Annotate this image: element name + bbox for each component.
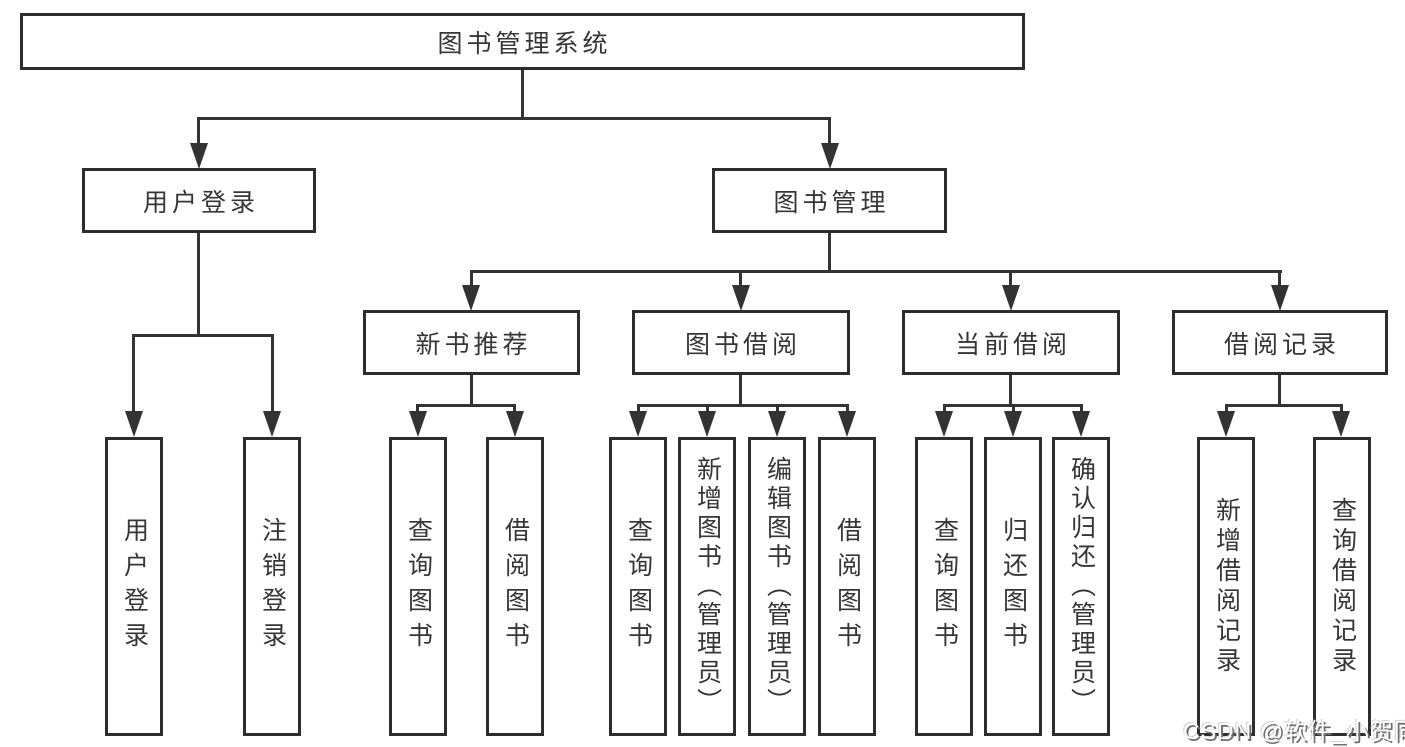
connector-root-stub: [521, 67, 524, 120]
arrow-down-icon: [462, 285, 480, 311]
arrow-down-icon: [190, 143, 208, 169]
leaf-query-books-borrow: 查询图书: [609, 437, 667, 736]
connector-user-login-bar: [132, 334, 274, 337]
leaf-user-login: 用户登录: [105, 437, 163, 736]
arrow-down-icon: [732, 285, 750, 311]
connector-current-stub: [1009, 373, 1012, 407]
connector-leaf-shaft: [1340, 404, 1343, 416]
connector-root-bar: [197, 117, 831, 120]
arrow-down-icon: [838, 411, 856, 437]
connector-leaf-shaft: [513, 404, 516, 416]
connector-leaf-shaft: [943, 404, 946, 416]
connector-records-stub: [1278, 373, 1281, 407]
connector-leaf-shaft: [1012, 404, 1015, 416]
connector-recommend-bar: [416, 404, 516, 407]
node-new-book-recommend: 新书推荐: [363, 310, 580, 375]
connector-book-mgmt-bar: [470, 270, 1282, 273]
csdn-watermark: CSDN @软件_小贺同学: [1183, 718, 1405, 744]
leaf-add-book-admin: 新增图书（管理员）: [678, 437, 736, 736]
connector-leaf-shaft: [706, 404, 709, 416]
arrow-down-icon: [1002, 285, 1020, 311]
leaf-query-books-current: 查询图书: [915, 437, 973, 736]
connector-records-bar: [1225, 404, 1342, 407]
connector-leaf-shaft: [271, 334, 274, 414]
leaf-return-book: 归还图书: [984, 437, 1042, 736]
connector-leaf-shaft: [1080, 404, 1083, 416]
connector-borrow-stub: [739, 373, 742, 407]
arrow-down-icon: [125, 411, 143, 437]
arrow-down-icon: [629, 411, 647, 437]
connector-leaf-shaft: [637, 404, 640, 416]
connector-recommend-stub: [470, 373, 473, 407]
connector-borrow-shaft: [739, 270, 742, 288]
arrow-down-icon: [409, 411, 427, 437]
arrow-down-icon: [1004, 411, 1022, 437]
node-book-management: 图书管理: [712, 168, 947, 233]
arrow-down-icon: [935, 411, 953, 437]
arrow-down-icon: [821, 143, 839, 169]
arrow-down-icon: [1072, 411, 1090, 437]
connector-book-mgmt-shaft: [828, 117, 831, 147]
leaf-confirm-return-admin: 确认归还（管理员）: [1052, 437, 1110, 736]
arrow-down-icon: [263, 411, 281, 437]
connector-borrow-bar: [637, 404, 847, 407]
arrow-down-icon: [506, 411, 524, 437]
node-root: 图书管理系统: [20, 13, 1025, 70]
connector-user-login-stub: [197, 231, 200, 337]
connector-leaf-shaft: [846, 404, 849, 416]
node-book-borrow: 图书借阅: [632, 310, 850, 375]
leaf-borrow-books-recommend: 借阅图书: [486, 437, 544, 736]
node-user-login: 用户登录: [82, 168, 316, 233]
node-borrow-records: 借阅记录: [1172, 310, 1388, 375]
connector-book-mgmt-stub: [828, 231, 831, 273]
connector-leaf-shaft: [1225, 404, 1228, 416]
connector-leaf-shaft: [416, 404, 419, 416]
arrow-down-icon: [1271, 285, 1289, 311]
connector-recommend-shaft: [470, 270, 473, 288]
connector-current-shaft: [1009, 270, 1012, 288]
leaf-query-books-recommend: 查询图书: [389, 437, 447, 736]
leaf-edit-book-admin: 编辑图书（管理员）: [748, 437, 806, 736]
leaf-query-borrow-record: 查询借阅记录: [1313, 437, 1371, 736]
node-current-borrow: 当前借阅: [902, 310, 1120, 375]
connector-leaf-shaft: [132, 334, 135, 414]
connector-records-shaft: [1278, 270, 1281, 288]
connector-leaf-shaft: [776, 404, 779, 416]
arrow-down-icon: [1217, 411, 1235, 437]
arrow-down-icon: [698, 411, 716, 437]
connector-user-login-shaft: [197, 117, 200, 147]
arrow-down-icon: [768, 411, 786, 437]
arrow-down-icon: [1332, 411, 1350, 437]
leaf-add-borrow-record: 新增借阅记录: [1197, 437, 1255, 736]
leaf-logout: 注销登录: [243, 437, 301, 736]
leaf-borrow-books: 借阅图书: [818, 437, 876, 736]
